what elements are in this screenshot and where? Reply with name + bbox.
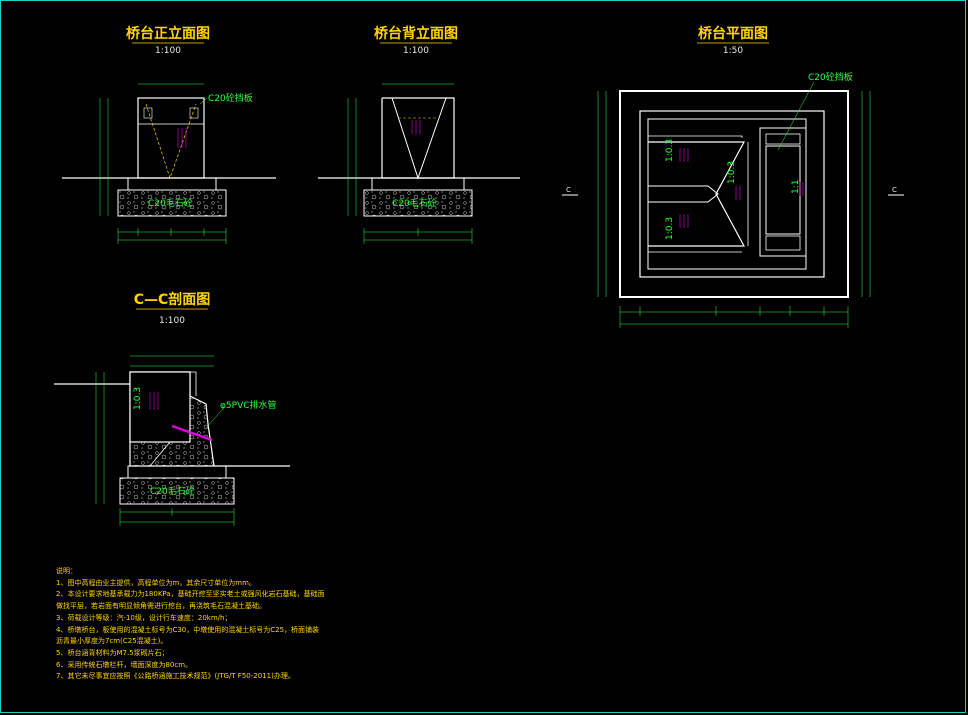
note-item-4: 3、荷载设计等级：汽-10级，设计行车速度：20km/h； xyxy=(56,613,232,622)
note-item-2: 2、本设计要求地基承载力为180KPa，基础开挖至坚实老土或强风化岩石基础，基础… xyxy=(56,590,325,599)
plan-label-top: C20砼挡板 xyxy=(808,71,853,83)
plan-slope-4: 1:1 xyxy=(791,180,801,194)
front-label-top: C20砼挡板 xyxy=(208,92,253,104)
plan-slope-1: 1:0.3 xyxy=(665,139,675,162)
notes-block: 说明： 1、图中高程由业主提供，高程单位为m，其余尺寸单位为mm。 2、本设计要… xyxy=(56,566,476,683)
notes-heading: 说明： xyxy=(56,567,77,575)
front-label-base: C20毛石砼 xyxy=(148,197,193,209)
front-elevation: 桥台正立面图 1:100 C20砼挡板 C20毛石砼 xyxy=(62,25,276,244)
section-pipe-label: φ5PVC排水管 xyxy=(220,399,277,411)
note-item-6: 沥青最小厚度为7cm(C25混凝土)。 xyxy=(56,637,168,646)
plan-title: 桥台平面图 xyxy=(698,25,768,42)
back-title: 桥台背立面图 xyxy=(374,25,458,42)
back-scale: 1:100 xyxy=(403,46,429,56)
section-slope: 1:0.3 xyxy=(133,387,143,410)
plan-slope-3: 1:0.3 xyxy=(727,161,737,184)
back-elevation: 桥台背立面图 1:100 C20毛石砼 xyxy=(318,25,520,244)
front-scale: 1:100 xyxy=(155,46,181,56)
note-item-8: 6、采用传统石墩栏杆，墙面深度为80cm。 xyxy=(56,660,193,669)
note-item-3: 做找平层，若岩面有明显倾角需进行挖台，再浇筑毛石混凝土基础。 xyxy=(56,602,266,611)
plan-slope-2: 1:0.3 xyxy=(665,217,675,240)
plan-scale: 1:50 xyxy=(723,46,743,56)
note-item-7: 5、桥台涵背材料为M7.5浆砌片石； xyxy=(56,648,169,657)
section-label-base: C20毛石砼 xyxy=(150,485,195,497)
section-mark-left: C xyxy=(566,186,571,194)
note-item-1: 1、图中高程由业主提供，高程单位为m，其余尺寸单位为mm。 xyxy=(56,578,256,587)
back-label-base: C20毛石砼 xyxy=(392,197,437,209)
note-item-9: 7、其它未尽事宜应按照《公路桥涵施工技术规范》(JTG/T F50-2011)办… xyxy=(56,672,295,681)
note-item-5: 4、桥墩桥台，板使用的混凝土标号为C30，中墩使用的混凝土标号为C25，桥面铺装 xyxy=(56,625,320,634)
section-cc: C—C剖面图 1:100 φ5PVC排水管 1:0.3 C20毛石砼 xyxy=(54,291,290,526)
front-title: 桥台正立面图 xyxy=(126,25,210,42)
section-mark-right: C xyxy=(892,186,897,194)
plan-view: 桥台平面图 1:50 1:0.3 1:0.3 1:0.3 1:1 C20砼挡板 xyxy=(562,25,904,328)
section-scale: 1:100 xyxy=(159,316,185,326)
section-title: C—C剖面图 xyxy=(134,291,211,308)
